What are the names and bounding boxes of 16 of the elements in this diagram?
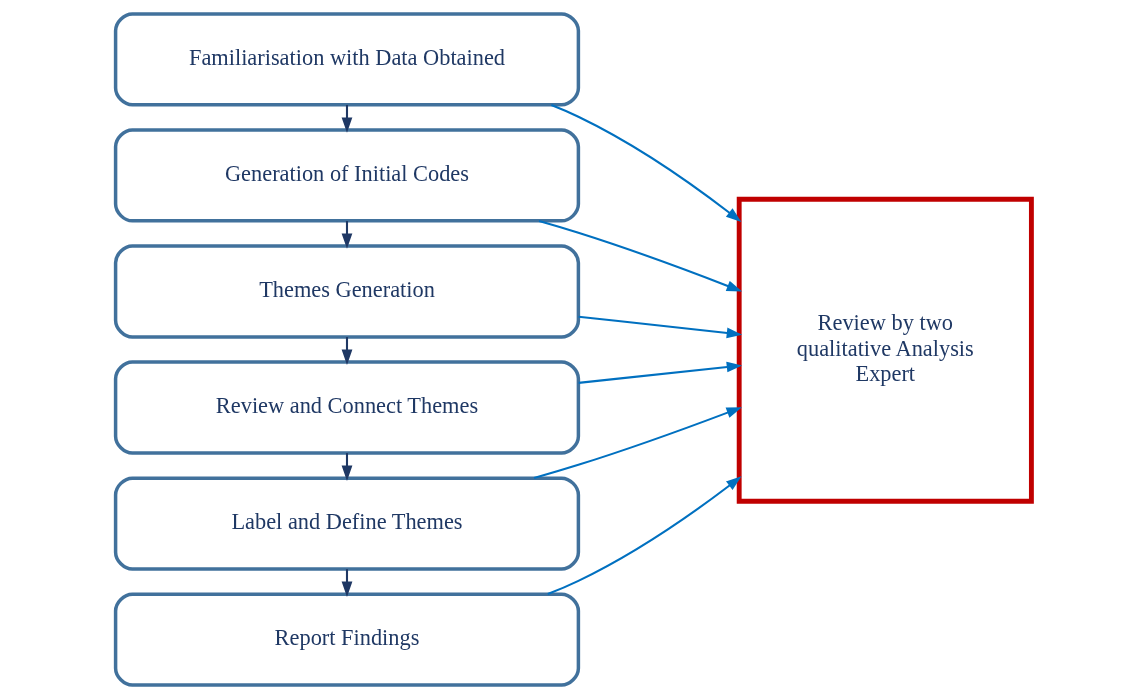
arrow	[551, 104, 742, 223]
node-box: Report Findings	[113, 592, 581, 687]
node-box: Themes Generation	[113, 244, 581, 339]
node-box: Review and Connect Themes	[113, 360, 581, 455]
arrow	[341, 453, 353, 481]
arrow	[578, 315, 743, 339]
node-box: Generation of Initial Codes	[113, 128, 581, 223]
arrow	[341, 337, 353, 365]
arrow	[547, 476, 742, 596]
node-box: Label and Define Themes	[113, 476, 581, 571]
arrow	[533, 407, 742, 480]
arrow	[341, 569, 353, 597]
arrow	[578, 361, 743, 384]
node-box: Familiarisation with Data Obtained	[113, 12, 581, 107]
node-box: Review by two qualitative Analysis Expert	[736, 196, 1034, 504]
arrow	[538, 220, 743, 292]
